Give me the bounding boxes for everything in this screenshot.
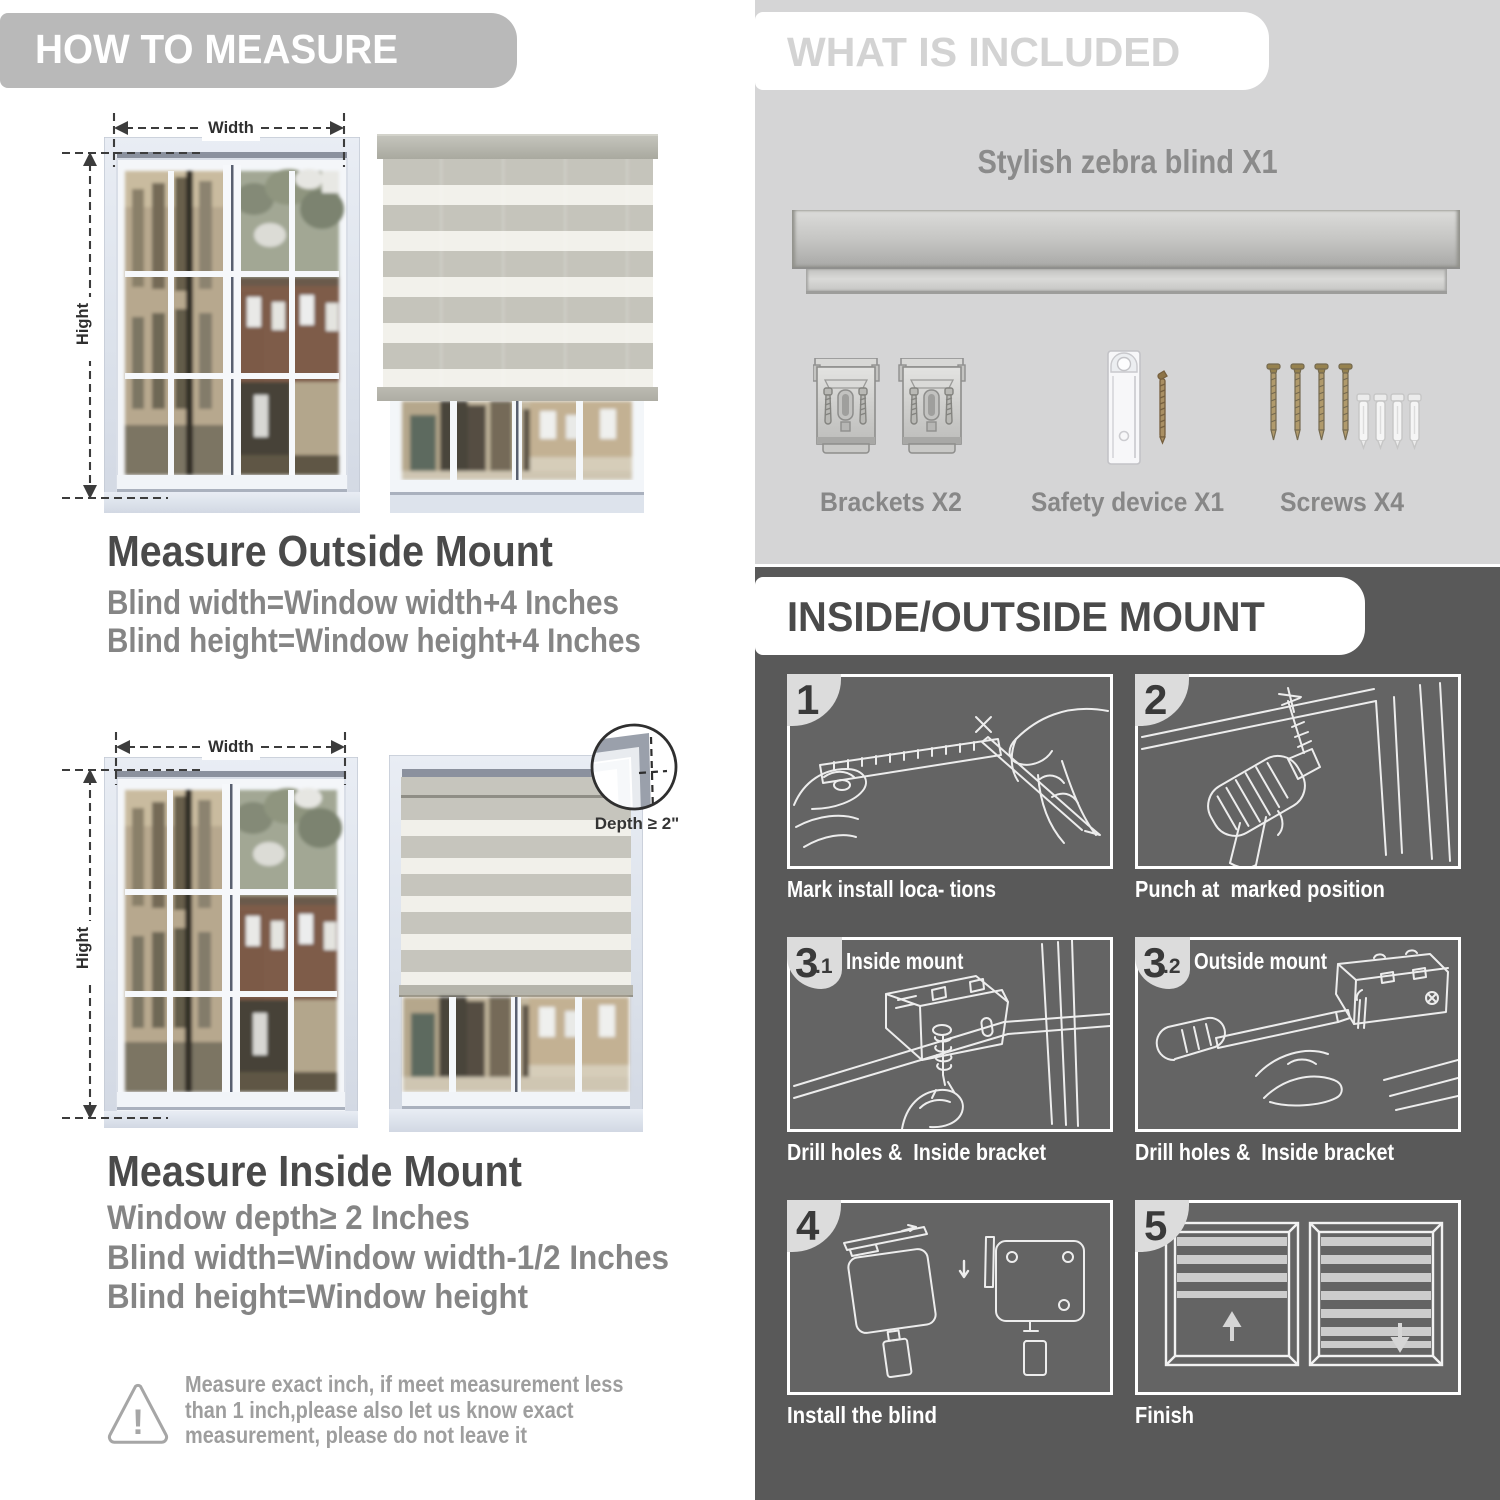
svg-text:Width: Width: [208, 738, 254, 756]
svg-text:!: !: [132, 1402, 144, 1442]
svg-text:Hight: Hight: [74, 302, 92, 345]
svg-text:Width: Width: [208, 119, 254, 137]
svg-text:Hight: Hight: [74, 926, 92, 969]
